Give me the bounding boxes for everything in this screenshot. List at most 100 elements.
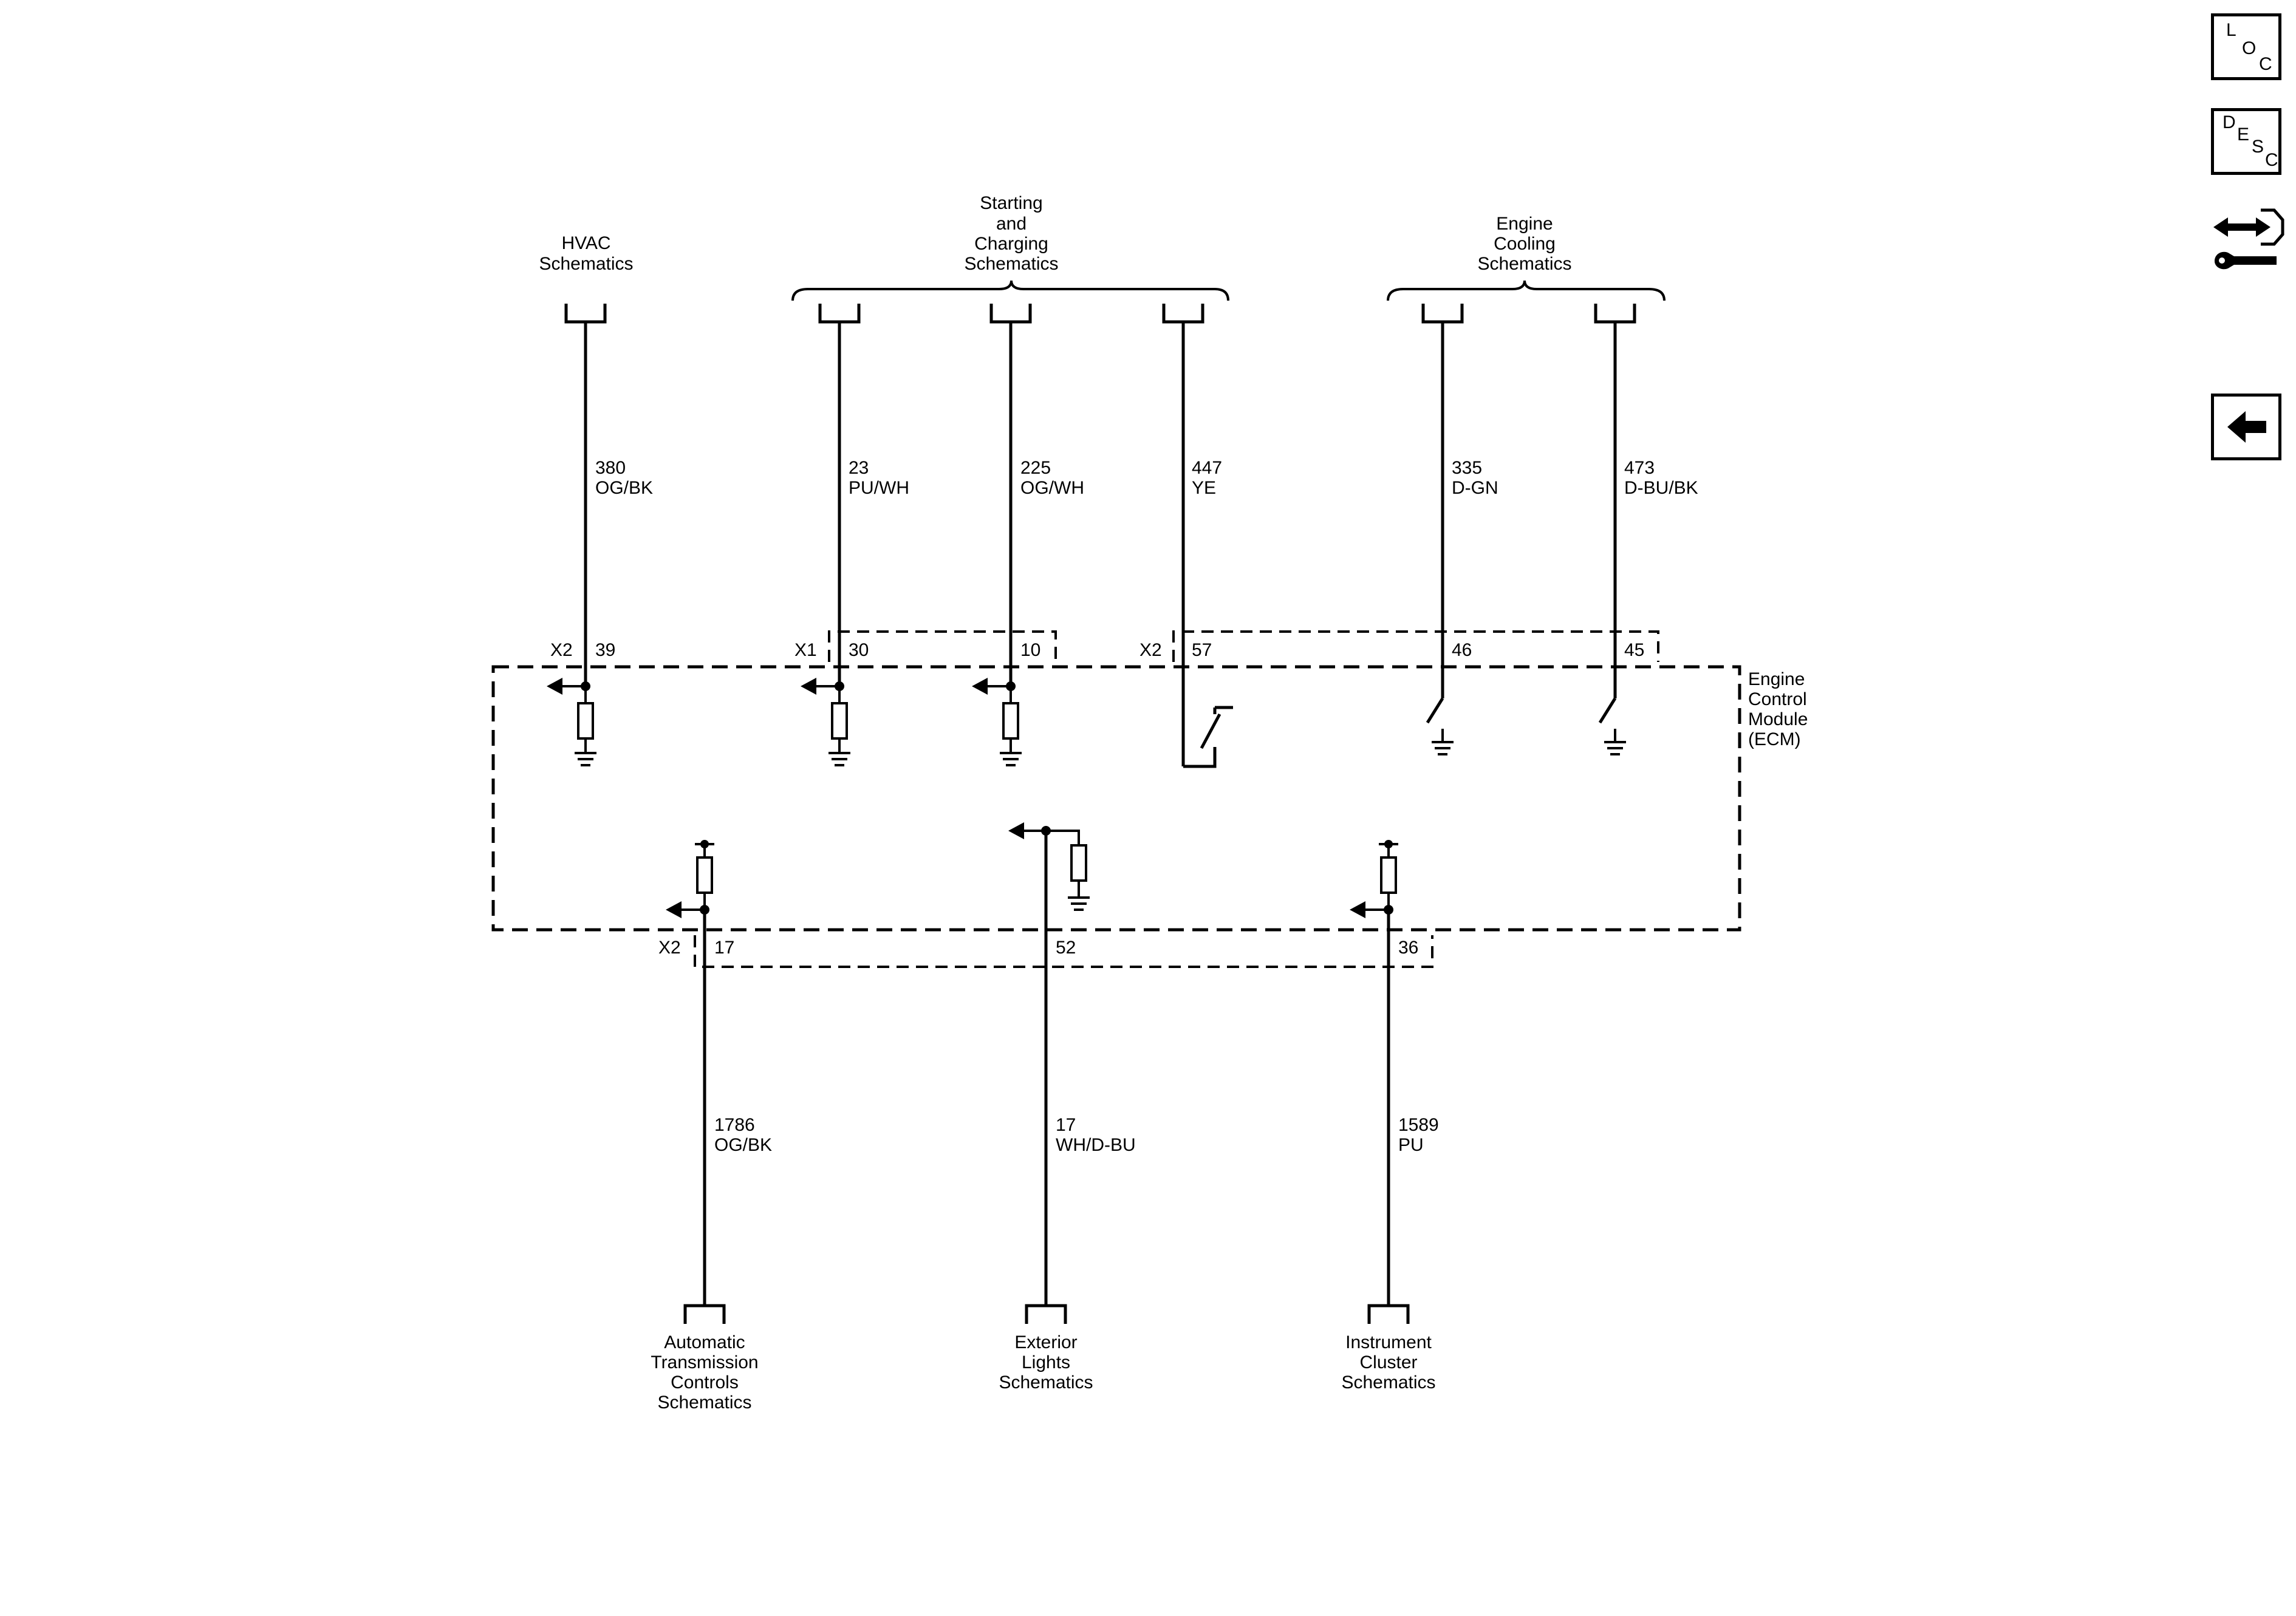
svg-text:(ECM): (ECM) — [1748, 729, 1801, 749]
loc-letter-l: L — [2226, 20, 2236, 40]
svg-text:Exterior: Exterior — [1014, 1332, 1077, 1352]
pin-46: 46 — [1452, 640, 1472, 660]
svg-text:23: 23 — [849, 458, 869, 478]
circuit-17-label: 17 WH/D-BU — [1056, 1115, 1136, 1155]
exterior-lights-schematics-label[interactable]: Exterior Lights Schematics — [999, 1332, 1093, 1393]
bottom-terminals — [683, 1304, 1410, 1324]
back-button[interactable] — [2211, 394, 2281, 460]
pin-45: 45 — [1624, 640, 1644, 660]
connector-x2-top-outline — [1172, 630, 1659, 662]
pin-30: 30 — [849, 640, 869, 660]
ecm-schematic: HVAC Schematics Starting and Charging Sc… — [491, 193, 1808, 1413]
desc-letter-c: C — [2265, 150, 2278, 170]
automatic-transmission-schematics-label[interactable]: Automatic Transmission Controls Schemati… — [651, 1332, 758, 1413]
starting-charging-schematics-label[interactable]: Starting and Charging Schematics — [964, 193, 1058, 274]
pin-45-switch-ground — [1598, 697, 1626, 755]
engine-cooling-schematics-label[interactable]: Engine Cooling Schematics — [1477, 214, 1571, 274]
loc-letter-o: O — [2242, 38, 2257, 58]
pin-39-internal-circuit — [547, 678, 596, 766]
ecm-boundary — [491, 665, 1741, 932]
svg-text:Module: Module — [1748, 709, 1808, 729]
svg-text:447: 447 — [1192, 458, 1222, 478]
svg-text:Transmission: Transmission — [651, 1352, 758, 1372]
svg-text:PU: PU — [1398, 1135, 1424, 1155]
top-terminals — [564, 304, 1636, 324]
svg-text:Control: Control — [1748, 689, 1807, 709]
svg-text:Automatic: Automatic — [664, 1332, 745, 1352]
circuit-225-label: 225 OG/WH — [1020, 458, 1084, 498]
ecm-label: Engine Control Module (ECM) — [1748, 669, 1808, 749]
svg-text:OG/BK: OG/BK — [595, 478, 653, 498]
svg-text:Schematics: Schematics — [539, 254, 633, 274]
circuit-23-label: 23 PU/WH — [849, 458, 909, 498]
svg-text:PU/WH: PU/WH — [849, 478, 909, 498]
pin-10-internal-circuit — [972, 678, 1022, 766]
starting-brace — [791, 280, 1229, 301]
pin-36: 36 — [1398, 938, 1418, 958]
svg-text:1589: 1589 — [1398, 1115, 1439, 1135]
svg-text:HVAC: HVAC — [561, 233, 610, 253]
circuit-1786-label: 1786 OG/BK — [714, 1115, 772, 1155]
svg-text:Lights: Lights — [1022, 1352, 1070, 1372]
pin-39: 39 — [595, 640, 615, 660]
conn-x2-label-39: X2 — [550, 640, 573, 660]
cooling-brace — [1387, 280, 1666, 301]
svg-text:WH/D-BU: WH/D-BU — [1056, 1135, 1136, 1155]
pin-57: 57 — [1192, 640, 1212, 660]
loc-letter-c: C — [2259, 54, 2272, 74]
circuit-1589-label: 1589 PU — [1398, 1115, 1439, 1155]
description-button[interactable]: D E S C — [2211, 108, 2281, 175]
svg-text:Cluster: Cluster — [1359, 1352, 1417, 1372]
pin-10: 10 — [1020, 640, 1040, 660]
svg-text:Schematics: Schematics — [657, 1393, 751, 1413]
circuit-447-label: 447 YE — [1192, 458, 1222, 498]
svg-text:335: 335 — [1452, 458, 1482, 478]
pin-46-switch-ground — [1426, 697, 1454, 755]
svg-text:Engine: Engine — [1748, 669, 1805, 689]
pin-17-internal-circuit — [666, 840, 714, 918]
pin-57-switch — [1183, 706, 1233, 768]
svg-text:Schematics: Schematics — [1341, 1372, 1435, 1393]
svg-text:380: 380 — [595, 458, 626, 478]
desc-letter-d: D — [2223, 112, 2236, 132]
pin-52-internal-circuit — [1008, 822, 1090, 911]
connector-x2-bottom-outline — [694, 935, 1433, 968]
circuit-335-label: 335 D-GN — [1452, 458, 1498, 498]
pin-52: 52 — [1056, 938, 1076, 958]
svg-text:Starting: Starting — [980, 193, 1042, 213]
pin-17: 17 — [714, 938, 734, 958]
circuit-380-label: 380 OG/BK — [595, 458, 653, 498]
circuit-473-label: 473 D-BU/BK — [1624, 458, 1698, 498]
svg-text:1786: 1786 — [714, 1115, 755, 1135]
connector-wrench-icon[interactable] — [2209, 198, 2287, 277]
svg-text:Schematics: Schematics — [1477, 254, 1571, 274]
svg-text:225: 225 — [1020, 458, 1051, 478]
connector-x1-outline — [828, 630, 1057, 662]
svg-text:D-GN: D-GN — [1452, 478, 1498, 498]
conn-x2-label-17: X2 — [658, 938, 681, 958]
top-wires — [584, 322, 1617, 766]
svg-text:Schematics: Schematics — [999, 1372, 1093, 1393]
hvac-schematics-label[interactable]: HVAC Schematics — [539, 233, 633, 274]
desc-letter-e: E — [2237, 124, 2250, 145]
svg-text:Cooling: Cooling — [1494, 234, 1556, 254]
svg-text:OG/BK: OG/BK — [714, 1135, 772, 1155]
pin-36-internal-circuit — [1350, 840, 1398, 918]
svg-text:OG/WH: OG/WH — [1020, 478, 1084, 498]
svg-text:YE: YE — [1192, 478, 1216, 498]
location-button[interactable]: L O C — [2211, 13, 2281, 80]
back-arrow-icon — [2227, 411, 2266, 443]
svg-text:D-BU/BK: D-BU/BK — [1624, 478, 1698, 498]
pin-30-internal-circuit — [801, 678, 850, 766]
svg-text:Instrument: Instrument — [1345, 1332, 1432, 1352]
svg-text:17: 17 — [1056, 1115, 1076, 1135]
svg-text:and: and — [996, 214, 1027, 234]
instrument-cluster-schematics-label[interactable]: Instrument Cluster Schematics — [1341, 1332, 1435, 1393]
desc-letter-s: S — [2252, 137, 2264, 157]
conn-x1-label: X1 — [794, 640, 817, 660]
svg-text:Engine: Engine — [1496, 214, 1553, 234]
svg-text:Charging: Charging — [974, 234, 1048, 254]
bottom-wires — [703, 831, 1390, 1306]
conn-x2-label-57: X2 — [1139, 640, 1162, 660]
svg-text:Schematics: Schematics — [964, 254, 1058, 274]
